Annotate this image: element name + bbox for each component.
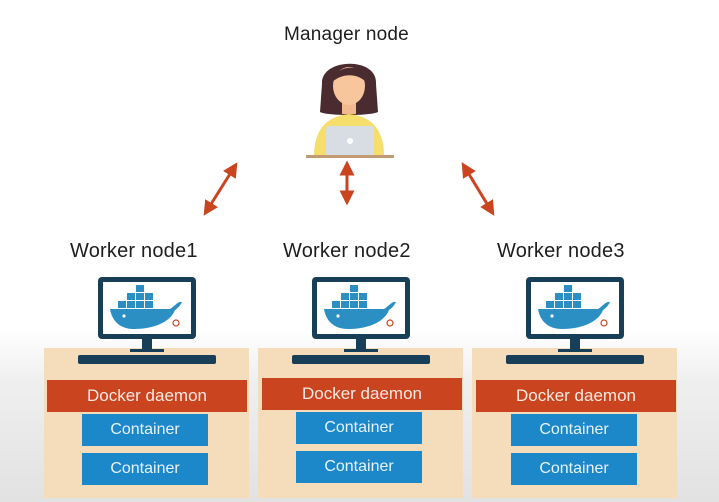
manager-person-icon: [306, 63, 394, 158]
container-1-2: Container: [82, 453, 208, 485]
container-2-2: Container: [296, 451, 422, 483]
monitor-docker-icon: [506, 277, 644, 364]
container-2-1: Container: [296, 412, 422, 444]
docker-daemon-2: Docker daemon: [262, 378, 462, 410]
container-3-2: Container: [511, 453, 637, 485]
keyboard-icon: [292, 355, 430, 364]
keyboard-icon: [506, 355, 644, 364]
container-3-1: Container: [511, 414, 637, 446]
container-1-1: Container: [82, 414, 208, 446]
worker-node-label-3: Worker node3: [497, 240, 625, 262]
monitor-docker-icon: [78, 277, 216, 364]
monitor-docker-icon: [292, 277, 430, 364]
docker-daemon-3: Docker daemon: [476, 380, 676, 412]
keyboard-icon: [78, 355, 216, 364]
double-arrow-icon-left: [203, 162, 238, 216]
manager-node-label: Manager node: [284, 24, 409, 45]
double-arrow-icon-right: [461, 162, 495, 216]
worker-node-label-2: Worker node2: [283, 240, 411, 262]
docker-whale-icon: [324, 285, 396, 329]
docker-whale-icon: [110, 285, 182, 329]
docker-whale-icon: [538, 285, 610, 329]
worker-node-label-1: Worker node1: [70, 240, 198, 262]
docker-daemon-1: Docker daemon: [47, 380, 247, 412]
